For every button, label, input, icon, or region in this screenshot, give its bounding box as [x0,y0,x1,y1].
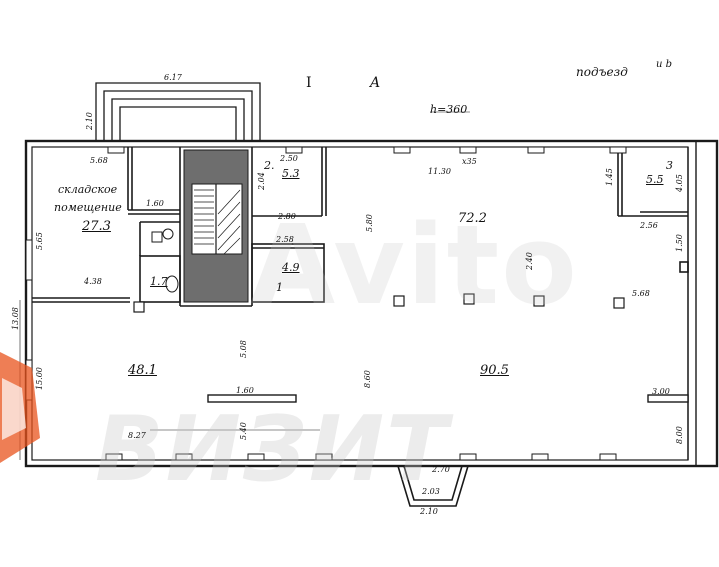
wc-area: 1.7 [150,275,168,288]
bottom-bay [397,465,469,507]
dim-300: 3.00 [652,387,670,396]
wc-fixtures [151,228,179,293]
axis-mark: A [370,75,381,91]
dim-860: 8.60 [363,370,372,388]
dim-438: 4.38 [84,277,102,286]
storage-area: 27.3 [82,219,111,234]
dim-565: 5.65 [35,232,44,250]
dim-568: 5.68 [90,156,108,165]
left-hall-area: 48.1 [128,363,157,378]
outer-walls [24,139,719,468]
dim-35: x35 [462,157,477,166]
room3-number: 3 [666,159,673,172]
dim-270: 2.70 [432,465,450,474]
dim-508: 5.08 [239,340,248,358]
small-room-area: 4.9 [282,261,300,274]
dim-145: 1.45 [605,168,614,186]
dim-204: 2.04 [257,172,266,190]
entrance-suffix: u b [656,59,673,70]
dim-258: 2.58 [276,235,294,244]
staircase [183,149,249,303]
height-note: h=360 [430,103,468,116]
dim-580: 5.80 [365,214,374,232]
dim-203: 2.03 [422,487,440,496]
brand-logo-icon [0,352,40,463]
room2-number: 2. [264,159,275,172]
dim-240: 2.40 [525,252,534,270]
dim-210: 2.10 [420,507,438,516]
dim-800: 8.00 [675,426,684,444]
avito-watermark: Avito [250,201,579,329]
dim-160b: 1.60 [236,386,254,395]
dim-1308: 13.08 [11,307,20,330]
dim-256: 2.56 [640,221,658,230]
room2-area: 5.3 [282,167,300,180]
dim-160: 1.60 [146,199,164,208]
brand-watermark: ВИЗИТ [95,397,450,502]
main-room-area: 72.2 [458,211,487,226]
floor-mark: I [306,75,312,91]
partitions [207,394,689,403]
storage-title-2: помещение [54,201,122,214]
dim-280: 2.80 [278,212,296,221]
storage-title-1: складское [58,183,118,196]
dim-827: 8.27 [128,431,146,440]
right-hall-area: 90.5 [480,363,509,378]
small-room-number: 1 [276,281,283,294]
dim-405: 4.05 [675,174,684,192]
dim-porch-top: 6.17 [164,73,182,82]
interior-walls [32,147,689,307]
dim-1130: 11.30 [428,167,451,176]
dim-1500: 15.00 [35,367,44,390]
dim-porch-side: 2.10 [85,112,94,130]
wall-windows [25,146,627,461]
dim-540: 5.40 [239,422,248,440]
entrance-porch [95,82,261,141]
dim-568b: 5.68 [632,289,650,298]
dim-150: 1.50 [675,234,684,252]
columns [133,293,625,313]
entrance-note: подъезд [576,65,628,79]
dim-250: 2.50 [280,154,298,163]
room3-area: 5.5 [646,173,664,186]
